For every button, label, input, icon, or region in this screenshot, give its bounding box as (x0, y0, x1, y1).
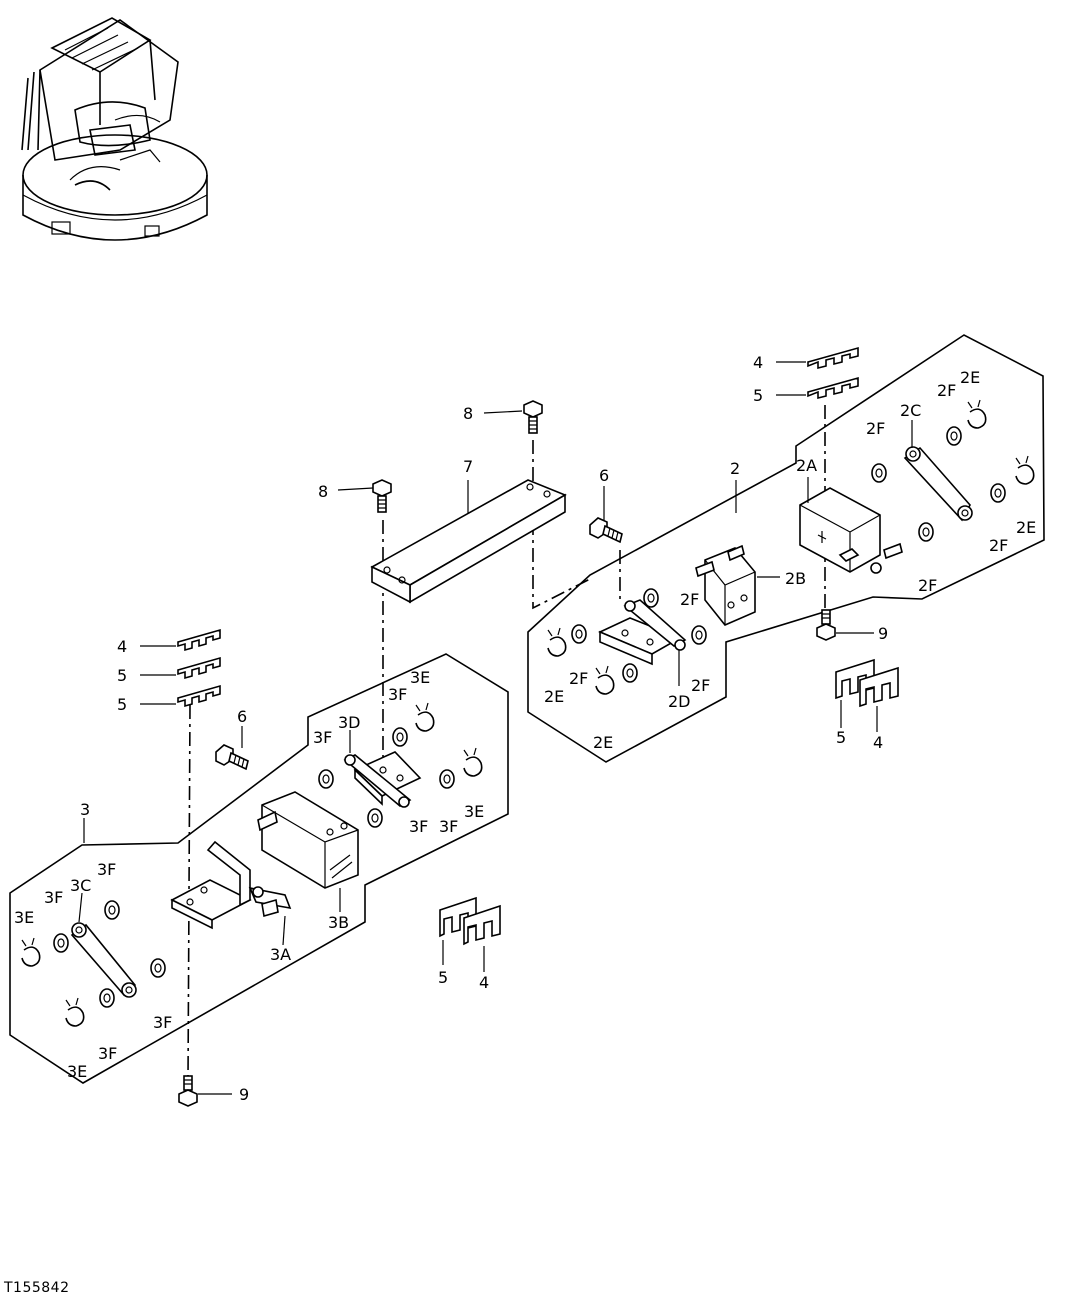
bolt-6-right (589, 517, 623, 544)
callout-2: 2 (730, 459, 740, 478)
plate-2D (598, 599, 687, 666)
callout-3E: 3E (410, 668, 430, 687)
callout-3F: 3F (313, 728, 332, 747)
callout-9: 9 (239, 1085, 249, 1104)
bolt-6-left (215, 744, 249, 771)
callout-3E: 3E (464, 802, 484, 821)
callout-3F: 3F (98, 1044, 117, 1063)
bracket-2A (799, 487, 903, 574)
callout-3F: 3F (44, 888, 63, 907)
callout-labels: 8 8 7 6 6 9 9 2 3 4 5 4 5 5 4 5 4 5 2A 2… (14, 353, 1036, 1104)
shims (177, 346, 899, 946)
callout-6: 6 (599, 466, 609, 485)
link-3C (70, 922, 137, 998)
callout-6: 6 (237, 707, 247, 726)
callout-2F: 2F (918, 576, 937, 595)
callout-8: 8 (318, 482, 328, 501)
callout-7: 7 (463, 457, 473, 476)
callout-2C: 2C (900, 401, 921, 420)
callout-2E: 2E (544, 687, 564, 706)
callout-2E: 2E (1016, 518, 1036, 537)
callout-2F: 2F (691, 676, 710, 695)
callout-3F: 3F (439, 817, 458, 836)
callout-3F: 3F (409, 817, 428, 836)
callout-3F: 3F (97, 860, 116, 879)
washers-3F (53, 727, 455, 1008)
callout-4: 4 (479, 973, 489, 992)
callout-3: 3 (80, 800, 90, 819)
group-3-boundary (9, 653, 509, 1084)
callout-2E: 2E (960, 368, 980, 387)
callout-5: 5 (753, 386, 763, 405)
callout-2F: 2F (866, 419, 885, 438)
callout-3B: 3B (328, 913, 349, 932)
bolt-9-right (816, 609, 836, 641)
callout-4: 4 (873, 733, 883, 752)
callout-2F: 2F (989, 536, 1008, 555)
bracket-3A (170, 840, 292, 930)
callout-2D: 2D (668, 692, 691, 711)
callout-3E: 3E (67, 1062, 87, 1081)
bolt-9-left (178, 1075, 198, 1107)
callout-3D: 3D (338, 713, 361, 732)
bolt-8-left (372, 479, 392, 513)
figure-id-label: T155842 (4, 1280, 70, 1296)
plate-3D (343, 751, 422, 808)
callout-4: 4 (753, 353, 763, 372)
callout-5: 5 (117, 695, 127, 714)
callout-3E: 3E (14, 908, 34, 927)
callout-2E: 2E (593, 733, 613, 752)
callout-5: 5 (438, 968, 448, 987)
callout-4: 4 (117, 637, 127, 656)
callout-3C: 3C (70, 876, 91, 895)
clips-2E (547, 399, 1035, 695)
callout-3A: 3A (270, 945, 291, 964)
machine-overview-illustration (21, 17, 208, 241)
callout-9: 9 (878, 624, 888, 643)
callout-3F: 3F (153, 1013, 172, 1032)
clips-3E (21, 702, 483, 1027)
callout-8: 8 (463, 404, 473, 423)
plate-part-7 (370, 479, 567, 604)
bracket-2B (695, 544, 756, 626)
callout-2F: 2F (569, 669, 588, 688)
callout-5: 5 (117, 666, 127, 685)
callout-5: 5 (836, 728, 846, 747)
callout-2A: 2A (796, 456, 817, 475)
bolt-8-top (523, 400, 543, 434)
link-2C (903, 446, 973, 522)
callout-2B: 2B (785, 569, 806, 588)
callout-2F: 2F (937, 381, 956, 400)
group-2-boundary (527, 334, 1045, 763)
leader-lines (78, 361, 913, 1095)
callout-3F: 3F (388, 685, 407, 704)
bracket-3B (257, 791, 359, 889)
washers-2F (571, 426, 1006, 683)
callout-2F: 2F (680, 590, 699, 609)
